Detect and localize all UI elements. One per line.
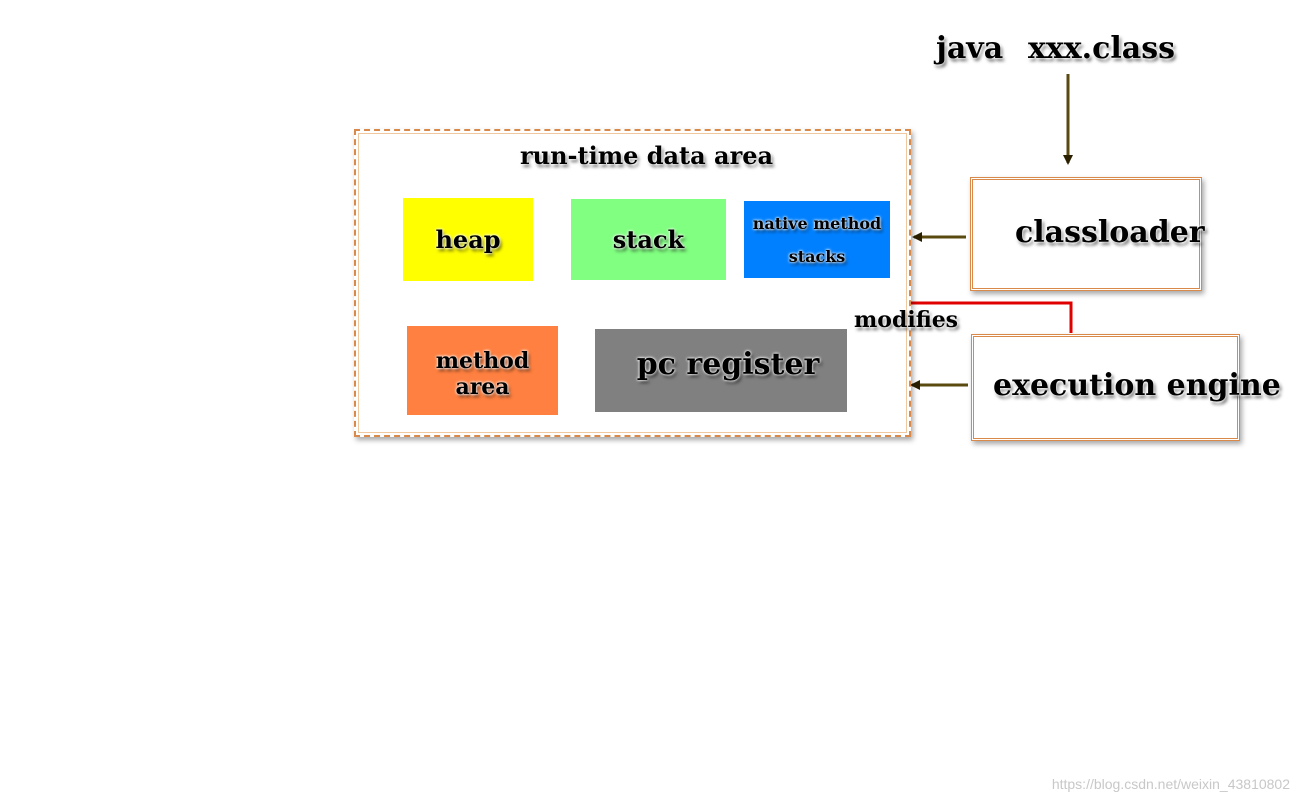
native-method-stacks-label-line2: stacks <box>788 246 846 266</box>
heap-box: heap <box>403 198 533 281</box>
execution-engine-label: execution engine <box>993 368 1281 403</box>
method-area-box: method area <box>407 326 558 415</box>
pc-register-label: pc register <box>636 347 820 382</box>
stack-box: stack <box>571 199 726 280</box>
classloader-box <box>970 177 1202 291</box>
modifies-label: modifies <box>854 307 959 333</box>
watermark: https://blog.csdn.net/weixin_43810802 <box>1051 776 1290 792</box>
classloader-label: classloader <box>1015 215 1205 250</box>
runtime-data-area-title: run-time data area <box>520 141 774 170</box>
native-method-stacks-label-line1: native method <box>752 213 882 233</box>
class-file-label: xxx.class <box>1028 31 1175 66</box>
method-area-label: method area <box>435 347 530 400</box>
pc-register-box: pc register <box>595 329 847 412</box>
java-label: java <box>936 31 1004 66</box>
stack-label: stack <box>612 225 685 254</box>
execution-engine-box <box>971 334 1240 441</box>
heap-label: heap <box>435 225 501 254</box>
native-method-stacks-box: native method stacks <box>744 201 890 278</box>
